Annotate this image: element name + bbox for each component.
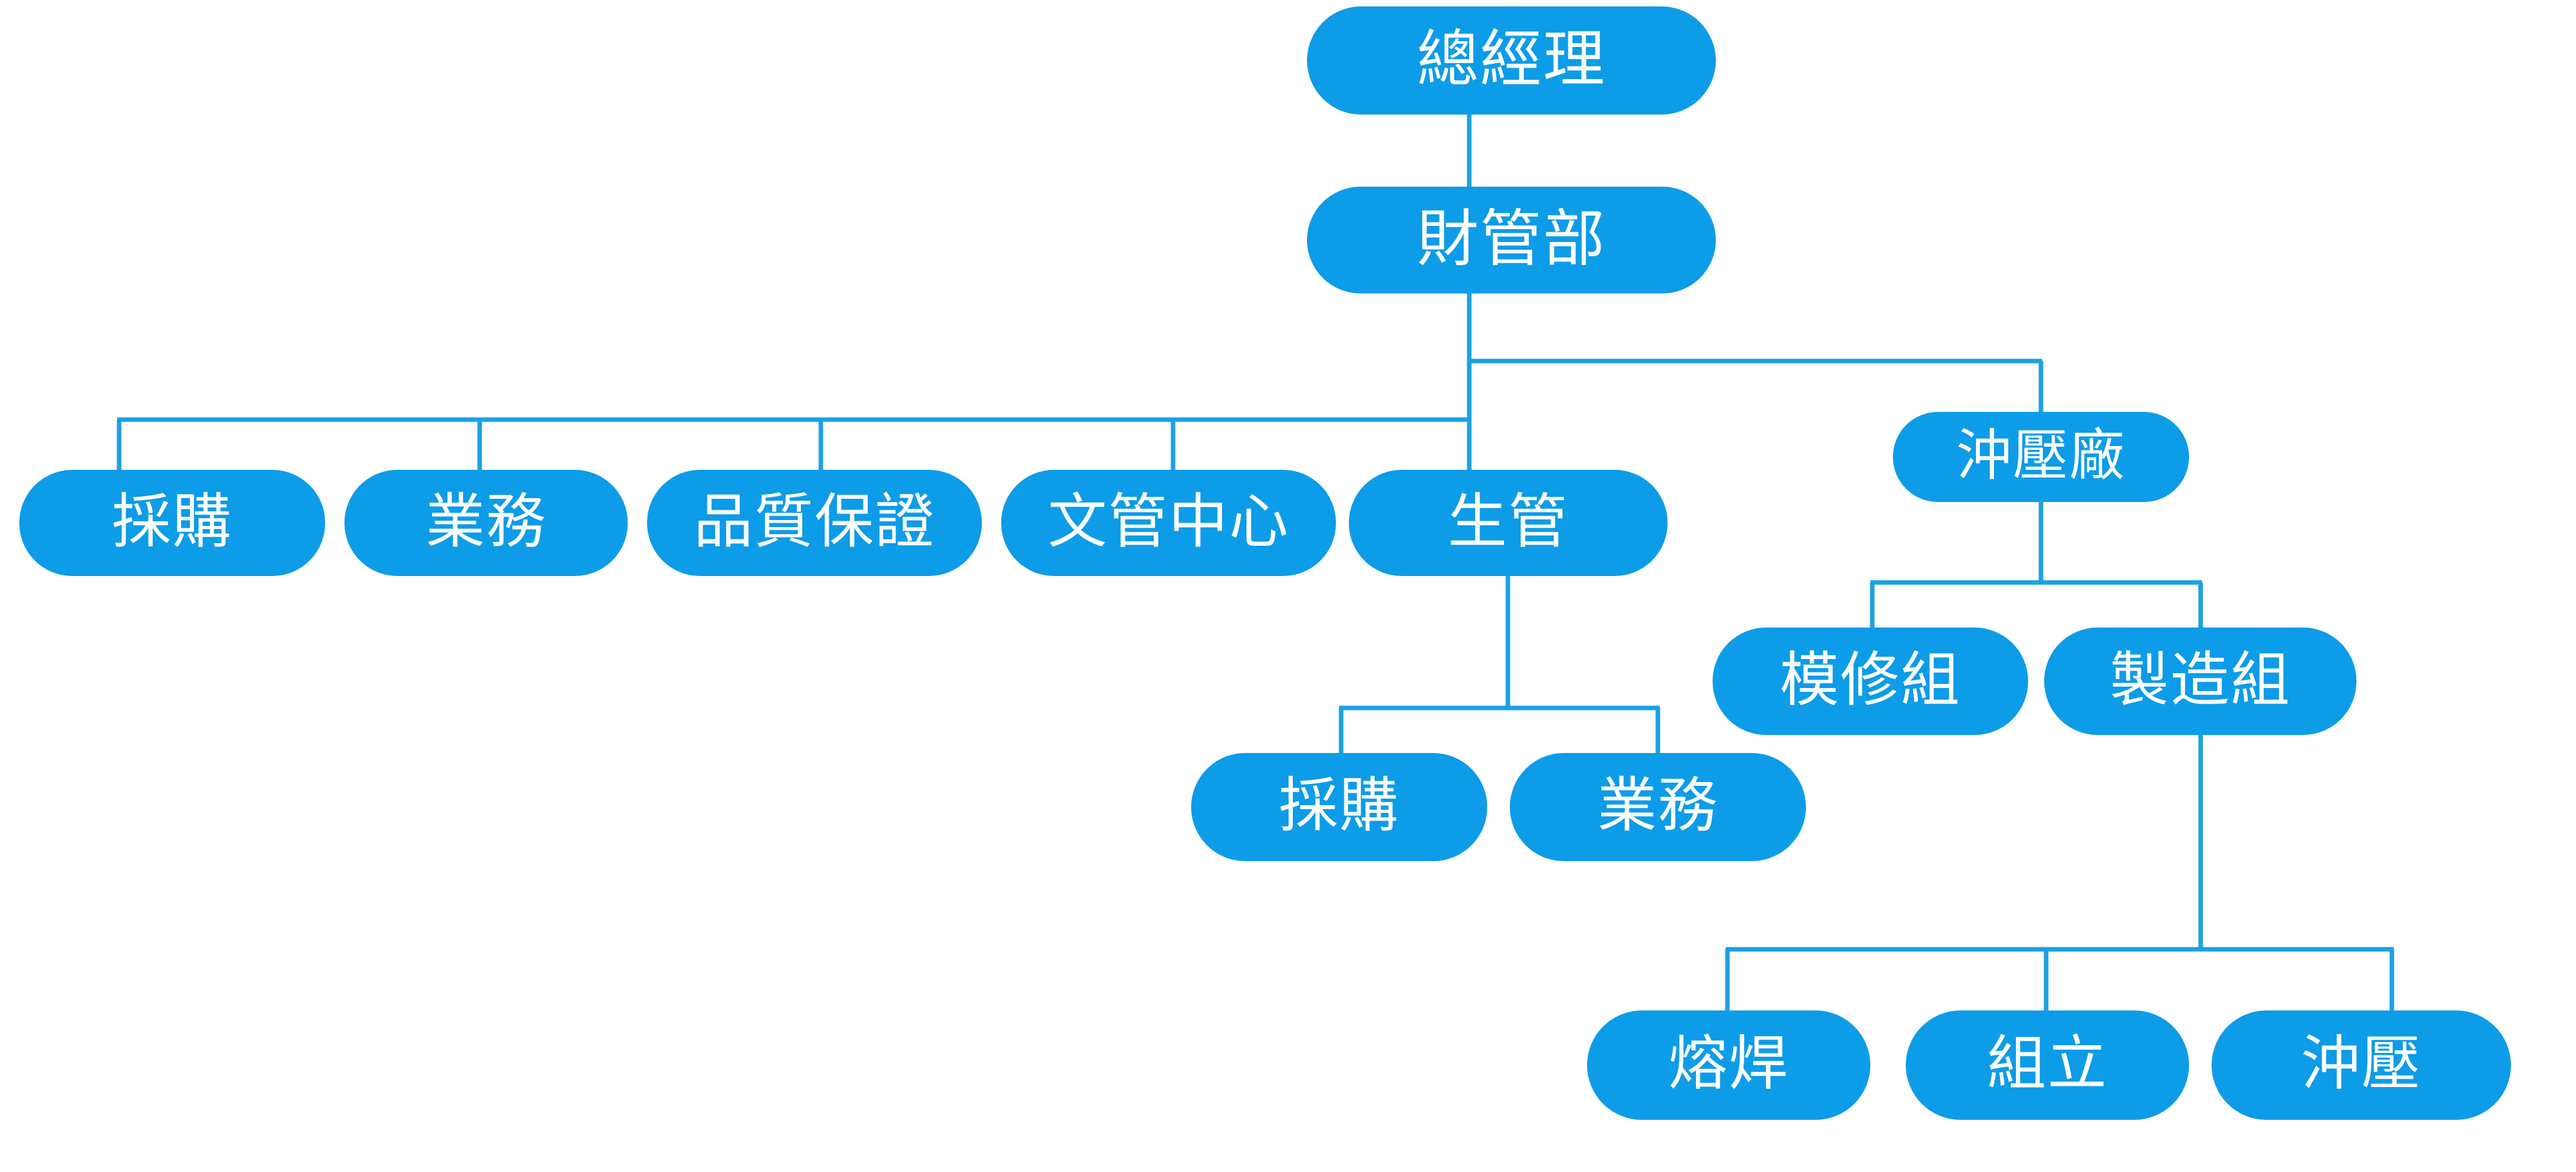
org-node-document-center[interactable]: 文管中心: [1001, 470, 1336, 576]
org-node-label: 財管部: [1416, 203, 1606, 275]
org-node-label: 組立: [1987, 1029, 2108, 1098]
org-node-label: 沖壓: [2300, 1029, 2422, 1098]
org-node-purchase-2[interactable]: 採購: [1191, 753, 1487, 861]
org-node-label: 沖壓廠: [1956, 423, 2126, 488]
org-node-stamping-plant[interactable]: 沖壓廠: [1893, 412, 2189, 502]
org-node-label: 品質保證: [693, 487, 935, 556]
org-node-label: 熔焊: [1668, 1029, 1789, 1098]
org-node-label: 模修組: [1780, 645, 1961, 714]
org-node-welding[interactable]: 熔焊: [1587, 1010, 1870, 1120]
org-node-quality-assurance[interactable]: 品質保證: [647, 470, 982, 576]
org-node-sales-1[interactable]: 業務: [344, 470, 628, 576]
org-node-mold-repair-group[interactable]: 模修組: [1713, 628, 2028, 735]
org-node-sales-2[interactable]: 業務: [1510, 753, 1806, 861]
org-node-label: 業務: [1597, 771, 1718, 840]
org-node-gm[interactable]: 總經理: [1307, 6, 1716, 115]
org-node-manufacturing-group[interactable]: 製造組: [2044, 628, 2356, 735]
org-node-label: 總經理: [1416, 23, 1606, 95]
org-node-label: 業務: [426, 487, 547, 556]
org-node-label: 製造組: [2109, 645, 2291, 714]
org-node-label: 文管中心: [1048, 487, 1290, 556]
org-node-label: 採購: [1279, 771, 1400, 840]
org-node-label: 採購: [111, 487, 233, 556]
org-node-assembly[interactable]: 組立: [1906, 1010, 2189, 1120]
org-node-stamping[interactable]: 沖壓: [2212, 1010, 2511, 1120]
org-node-finance[interactable]: 財管部: [1307, 187, 1716, 293]
org-node-production-management[interactable]: 生管: [1349, 470, 1668, 576]
org-node-purchase-1[interactable]: 採購: [19, 470, 325, 576]
org-node-label: 生管: [1447, 487, 1569, 556]
